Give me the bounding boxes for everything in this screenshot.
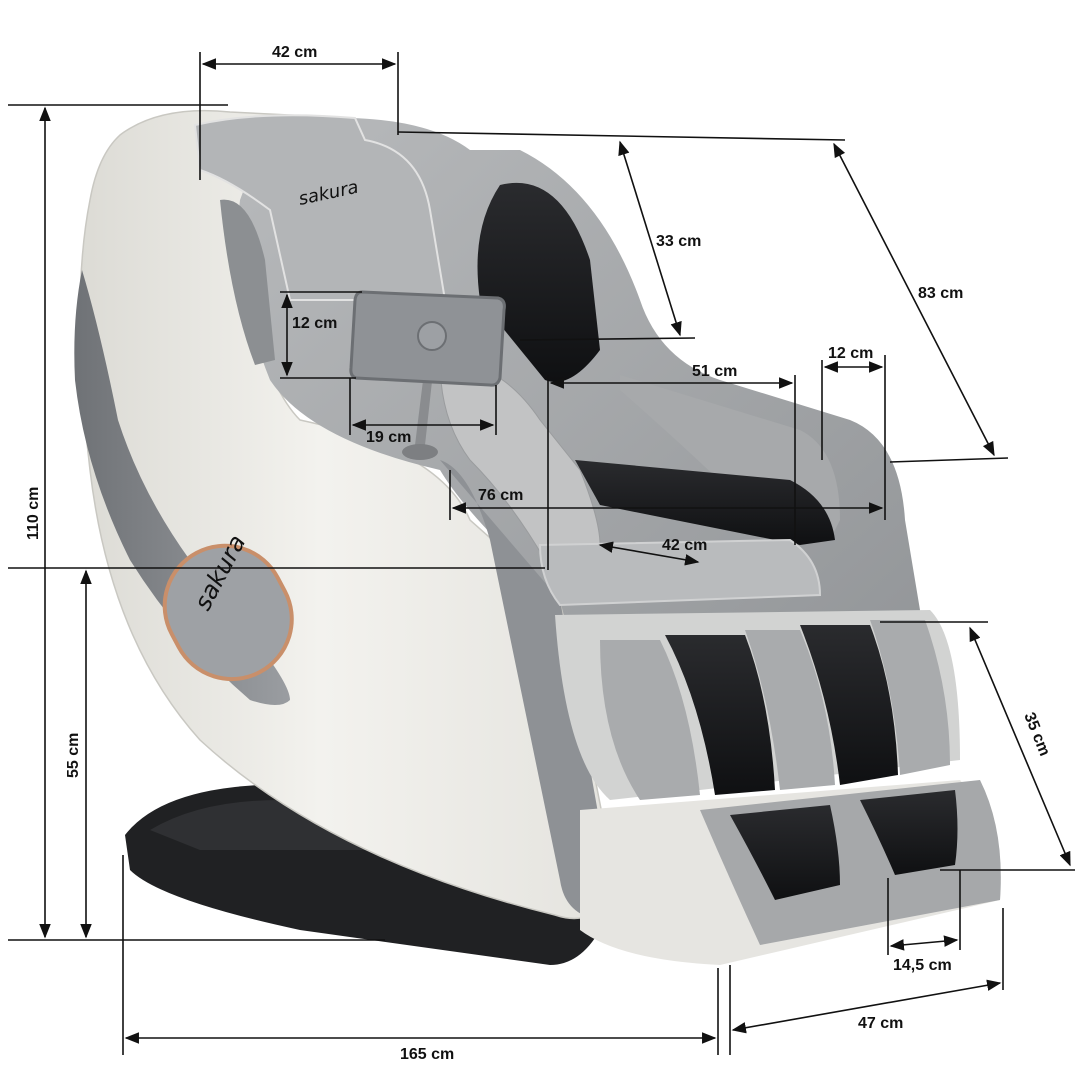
label-headrest-width: 42 cm — [272, 44, 317, 61]
foot-rest — [580, 780, 1001, 965]
dim-total-width-line — [731, 979, 1002, 1034]
leg-channel-left — [600, 640, 700, 800]
label-shoulder-width: 51 cm — [692, 363, 737, 380]
label-tablet-width: 19 cm — [366, 429, 411, 446]
label-backrest-length: 83 cm — [918, 285, 963, 302]
label-inner-width: 76 cm — [478, 487, 523, 504]
tablet-foot — [402, 444, 438, 460]
label-total-width: 47 cm — [858, 1015, 903, 1032]
label-total-length: 165 cm — [400, 1046, 454, 1063]
back-pad-left — [220, 199, 275, 365]
dim-backrest-depth-line — [618, 140, 682, 337]
dim-seat-depth-line — [598, 541, 700, 566]
label-foot-width: 14,5 cm — [893, 957, 952, 974]
leg-rest — [555, 610, 960, 800]
label-armrest-width: 12 cm — [828, 345, 873, 362]
label-tablet-height: 12 cm — [292, 315, 337, 332]
headrest — [193, 114, 447, 301]
leg-mesh-right — [800, 625, 898, 785]
label-backrest-depth: 33 cm — [656, 233, 701, 250]
label-seat-height: 55 cm — [65, 733, 82, 778]
tablet-joint — [417, 321, 447, 351]
dim-leg-rest-line — [969, 626, 1071, 867]
control-tablet — [349, 290, 506, 460]
dimension-lines — [8, 52, 1075, 1055]
label-leg-rest-length: 35 cm — [1020, 710, 1053, 758]
label-total-height: 110 cm — [25, 487, 42, 540]
label-seat-depth: 42 cm — [662, 537, 707, 554]
foot-well-right — [860, 790, 958, 875]
leg-channel-right — [870, 620, 950, 775]
dimension-labels: 42 cm 110 cm 55 cm 33 cm 83 cm 12 cm 19 … — [25, 44, 1053, 1063]
back-pad-right — [477, 182, 600, 382]
massage-chair: sakura sakura — [74, 109, 1001, 965]
dim-backrest-length-line — [833, 142, 995, 457]
side-logo-plate: sakura — [162, 530, 294, 682]
front-shell — [440, 460, 610, 920]
leg-mesh-left — [665, 635, 775, 795]
foot-well-left — [730, 805, 840, 900]
leg-channel-mid — [745, 630, 835, 790]
dim-foot-width-line — [889, 935, 959, 951]
